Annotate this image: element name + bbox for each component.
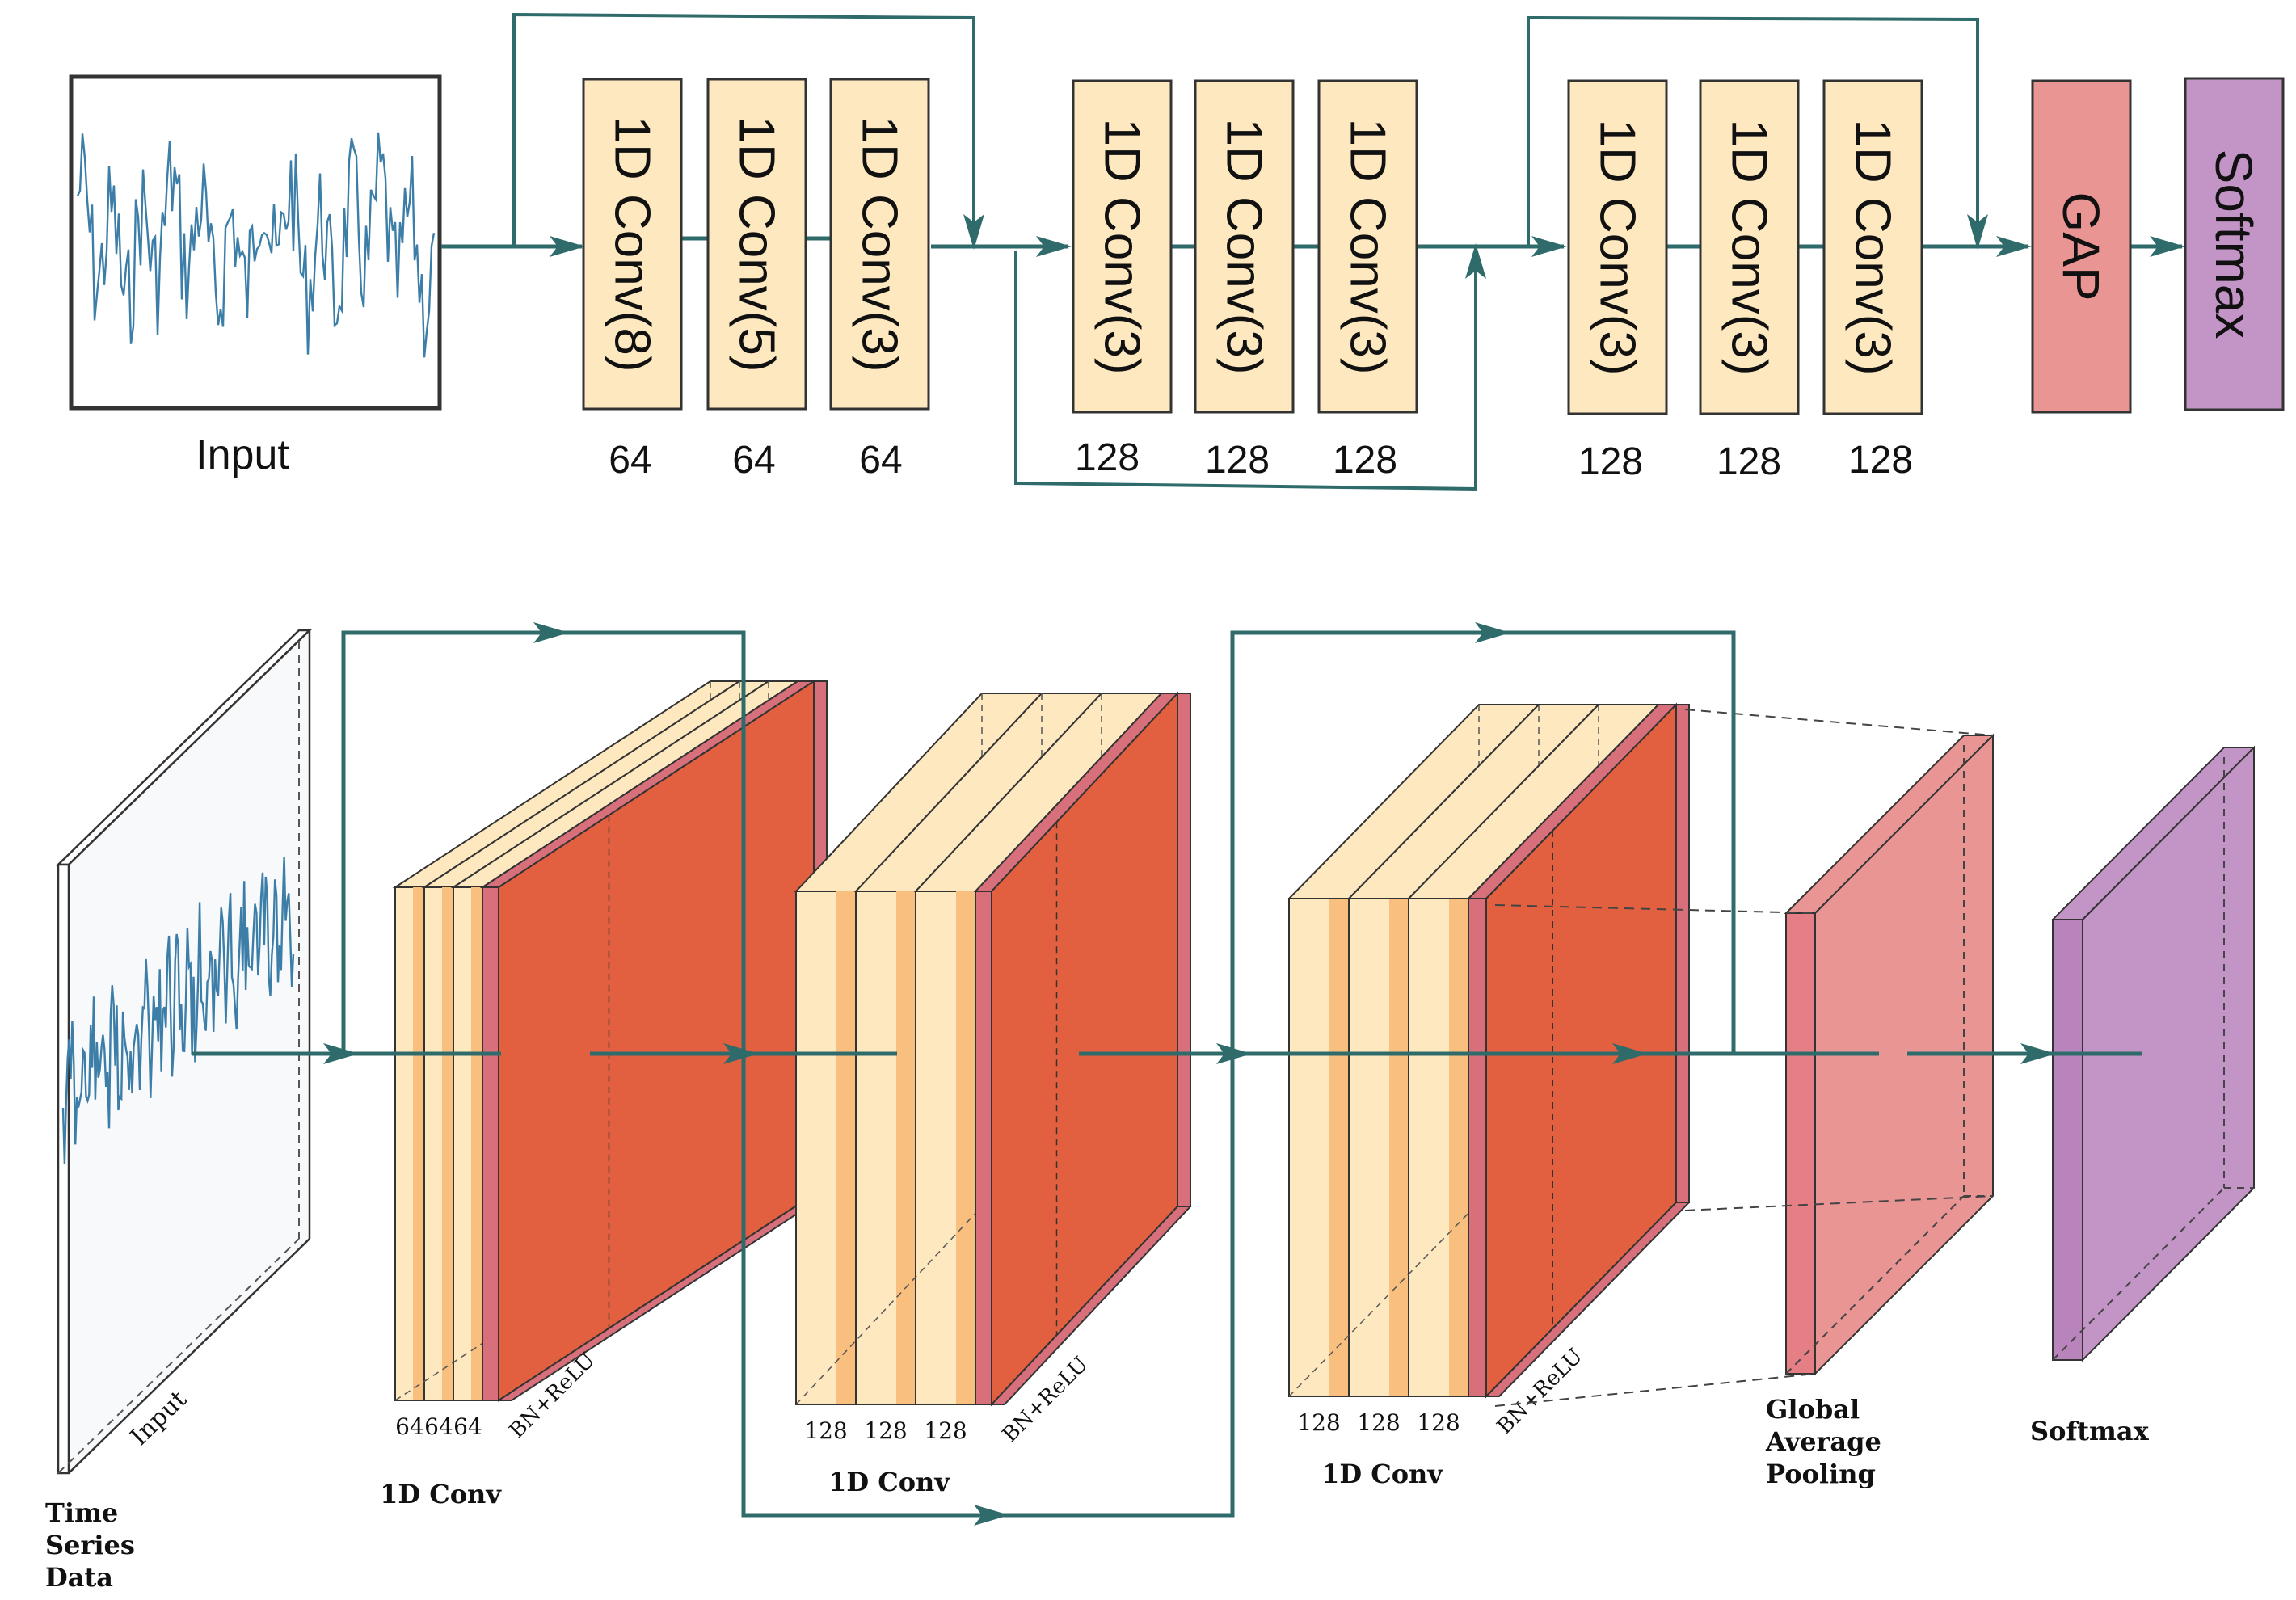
- slab-filter-label: 128: [924, 1417, 967, 1444]
- slab-filter-label: 64: [453, 1413, 482, 1440]
- conv-box: [829, 78, 930, 411]
- slab-filter-label: 128: [804, 1417, 847, 1444]
- conv-box: [706, 78, 807, 411]
- top-block-1: 1D Conv(8) 64 1D Conv(5) 64 1D Conv(3) 6…: [582, 78, 930, 482]
- conv-slab: 128: [1287, 704, 1541, 1436]
- slab-filter-label: 128: [1417, 1409, 1460, 1436]
- conv-box: [1194, 79, 1295, 414]
- conv-label: 1D Conv(3): [1721, 120, 1777, 376]
- bn-relu-slab: BN+ReLU: [973, 691, 1193, 1447]
- top-gap-box: [2031, 79, 2132, 414]
- top-softmax-label: Softmax: [2205, 149, 2263, 339]
- conv-filters: 128: [1075, 436, 1140, 479]
- slab-filter-label: 128: [864, 1417, 907, 1444]
- top-softmax-box: [2184, 77, 2285, 411]
- block3-caption: 1D Conv: [1321, 1459, 1443, 1489]
- conv-filters: 128: [1717, 440, 1781, 483]
- conv-label: 1D Conv(3): [1590, 120, 1645, 376]
- slab-filter-label: 64: [424, 1413, 453, 1440]
- conv-filters: 128: [1333, 439, 1397, 482]
- conv-filters: 64: [609, 439, 651, 482]
- conv-slab: 128: [913, 693, 1164, 1444]
- conv-filters: 128: [1205, 439, 1270, 482]
- conv-label: 1D Conv(3): [852, 116, 908, 373]
- gap-caption: Global Average Pooling: [1765, 1394, 1890, 1489]
- conv-filters: 64: [732, 439, 775, 482]
- conv-box: [1317, 79, 1418, 414]
- top-block-2: 1D Conv(3) 128 1D Conv(3) 128 1D Conv(3)…: [1072, 79, 1418, 482]
- conv-label: 1D Conv(3): [1094, 119, 1150, 375]
- bottom-gap-slab: [1784, 733, 1995, 1376]
- conv-slab: 64: [450, 680, 801, 1440]
- conv-filters: 128: [1578, 440, 1643, 483]
- block1-caption: 1D Conv: [380, 1479, 502, 1509]
- conv-slab: 128: [853, 693, 1104, 1444]
- conv-label: 1D Conv(8): [605, 116, 660, 373]
- block2-caption: 1D Conv: [828, 1467, 950, 1497]
- conv-filters: 64: [859, 439, 902, 482]
- time-series-label: Time Series Data: [45, 1497, 144, 1593]
- conv-slab: 128: [1406, 704, 1661, 1436]
- gap-projection-lines: [1494, 709, 1994, 1407]
- top-input-box: [69, 74, 442, 411]
- top-gap-label: GAP: [2052, 192, 2110, 301]
- conv-label: 1D Conv(3): [1845, 120, 1901, 376]
- conv-label: 1D Conv(5): [729, 116, 785, 373]
- top-input-signal: [76, 132, 436, 358]
- slab-filter-label: 128: [1297, 1409, 1340, 1436]
- top-input-label: Input: [196, 432, 289, 478]
- conv-slab: 64: [421, 680, 772, 1440]
- bottom-input-plane: Input: [55, 629, 313, 1475]
- conv-label: 1D Conv(3): [1340, 119, 1396, 375]
- conv-slab: 64: [392, 680, 743, 1440]
- slab-filter-label: 64: [395, 1413, 424, 1440]
- slab-filter-label: 128: [1357, 1409, 1400, 1436]
- top-skips: [512, 12, 1988, 491]
- conv-box: [582, 78, 683, 411]
- bottom-skips: [341, 622, 1736, 1526]
- bottom-softmax-slab: [2050, 745, 2256, 1362]
- skip-1: [512, 12, 984, 250]
- conv-box: [1567, 79, 1668, 415]
- conv-box: [1699, 79, 1800, 415]
- conv-box: [1822, 79, 1923, 415]
- bottom-input-signal: [61, 857, 295, 1164]
- skip-3: [1527, 15, 1988, 250]
- conv-label: 1D Conv(3): [1216, 119, 1272, 375]
- skip-2: [1014, 243, 1486, 491]
- top-block-3: 1D Conv(3) 128 1D Conv(3) 128 1D Conv(3)…: [1567, 79, 1923, 483]
- softmax-caption: Softmax: [2030, 1416, 2150, 1446]
- conv-box: [1072, 79, 1173, 414]
- top-diagram: Input 1D Conv(8) 64: [69, 12, 2285, 491]
- conv-filters: 128: [1848, 439, 1913, 482]
